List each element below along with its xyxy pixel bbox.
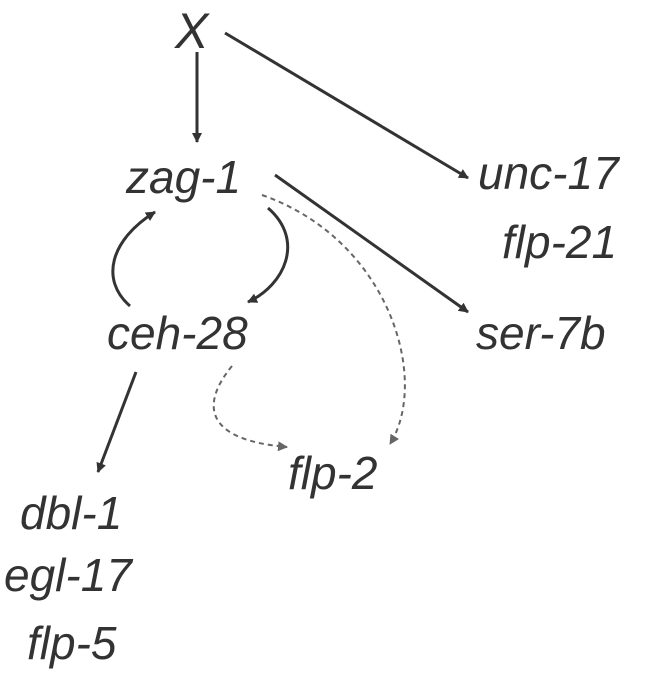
node-ser-7b: ser-7b (476, 307, 606, 359)
node-x: X (175, 3, 209, 59)
node-unc-17: unc-17 (478, 147, 619, 199)
edge-ceh28-to-zag1 (111, 210, 156, 308)
edge-ceh28-to-flp2 (212, 365, 288, 452)
node-zag-1: zag-1 (126, 151, 242, 203)
edge-x-to-unc17 (224, 31, 469, 180)
node-flp-2: flp-2 (288, 447, 378, 499)
edge-zag1-to-ceh28 (247, 206, 289, 304)
edge-zag1-to-flp2 (261, 194, 406, 445)
edge-ceh28-to-dbl1 (96, 371, 138, 473)
node-flp-21: flp-21 (502, 216, 618, 268)
node-egl-17: egl-17 (4, 549, 132, 601)
edge-zag1-to-ser7b (274, 173, 469, 314)
node-dbl-1: dbl-1 (20, 487, 123, 539)
node-flp-5: flp-5 (27, 617, 117, 669)
node-ceh-28: ceh-28 (107, 307, 248, 359)
